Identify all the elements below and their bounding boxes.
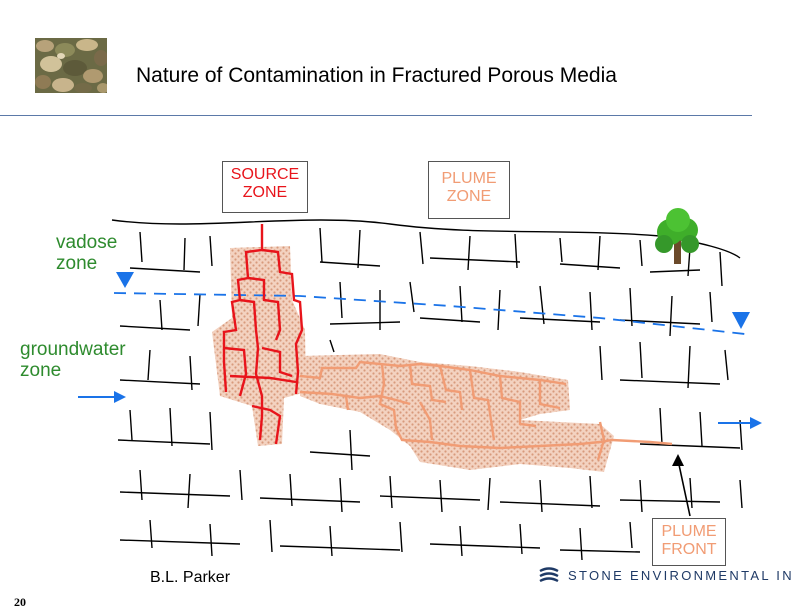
source-fractures (222, 224, 304, 445)
logo-text: STONE ENVIRONMENTAL INC (568, 567, 792, 583)
plume-fractures (299, 360, 673, 461)
contamination-halo (212, 246, 614, 472)
stone-logo-icon (539, 567, 559, 583)
slide-title: Nature of Contamination in Fractured Por… (136, 64, 617, 87)
author-credit: B.L. Parker (150, 569, 231, 586)
water-table-marker-icon (732, 312, 750, 329)
plume-front-arrowhead (672, 454, 684, 466)
page-number: 20 (14, 595, 26, 609)
river-stones-photo (35, 38, 107, 93)
plume-front-pointer (677, 459, 691, 517)
tree-icon (655, 208, 699, 264)
water-table-marker-icon (116, 272, 134, 288)
water-table-line (113, 292, 746, 335)
title-divider (0, 115, 752, 116)
flow-arrow-icon (78, 391, 126, 403)
company-logo: STONE ENVIRONMENTAL INC (538, 566, 792, 584)
flow-arrow-icon (718, 417, 762, 429)
